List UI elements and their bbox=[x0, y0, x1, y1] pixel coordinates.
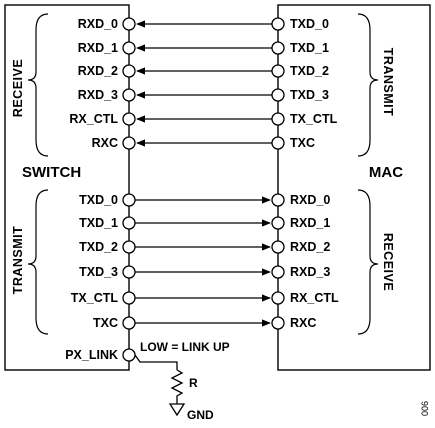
signal-row-txd3: TXD_3 RXD_3 bbox=[79, 265, 330, 279]
signal-row-txd0: TXD_0 RXD_0 bbox=[79, 193, 330, 207]
link-indicator: PX_LINK LOW = LINK UP R GND bbox=[65, 340, 229, 422]
switch-pin-label: RXD_0 bbox=[78, 17, 118, 31]
switch-pin-label: TXD_1 bbox=[79, 216, 118, 230]
signal-row-rxd2: RXD_2 TXD_2 bbox=[78, 64, 329, 78]
signal-row-rxd3: RXD_3 TXD_3 bbox=[78, 88, 329, 102]
resistor-icon bbox=[170, 369, 184, 404]
switch-pin bbox=[122, 112, 136, 126]
switch-pin bbox=[122, 265, 136, 279]
mac-pin bbox=[271, 88, 285, 102]
switch-pin-label: TXC bbox=[93, 316, 118, 330]
mac-pin bbox=[271, 240, 285, 254]
switch-pin-label: RXD_1 bbox=[78, 41, 118, 55]
mac-pin-label: TXD_1 bbox=[290, 41, 329, 55]
signal-row-rxd0: RXD_0 TXD_0 bbox=[78, 17, 329, 31]
switch-transmit-brace bbox=[27, 189, 49, 335]
mac-pin bbox=[271, 136, 285, 150]
px-link-label: PX_LINK bbox=[65, 348, 118, 362]
mac-pin-label: RXD_3 bbox=[290, 265, 330, 279]
mac-transmit-brace bbox=[357, 13, 379, 157]
mac-pin-label: RXD_1 bbox=[290, 216, 330, 230]
ground-label: GND bbox=[187, 408, 214, 422]
switch-pin bbox=[122, 291, 136, 305]
switch-pin bbox=[122, 193, 136, 207]
switch-pin-label: TXD_0 bbox=[79, 193, 118, 207]
switch-pin-label: TXD_2 bbox=[79, 240, 118, 254]
switch-receive-brace bbox=[27, 13, 49, 157]
mac-pin-label: RXD_2 bbox=[290, 240, 330, 254]
signal-row-txctl: TX_CTL RX_CTL bbox=[71, 291, 339, 305]
switch-pin bbox=[122, 136, 136, 150]
switch-pin bbox=[122, 17, 136, 31]
mac-transmit-label: TRANSMIT bbox=[381, 48, 395, 117]
switch-transmit-label: TRANSMIT bbox=[11, 226, 25, 295]
figure-number: 006 bbox=[420, 401, 430, 416]
mac-pin bbox=[271, 291, 285, 305]
mac-title: MAC bbox=[369, 164, 403, 181]
switch-pin-label: RXD_2 bbox=[78, 64, 118, 78]
switch-pin bbox=[122, 64, 136, 78]
mac-pin bbox=[271, 265, 285, 279]
mac-pin-label: RX_CTL bbox=[290, 291, 339, 305]
signal-row-rxc: RXC TXC bbox=[92, 136, 315, 150]
mac-pin-label: RXC bbox=[290, 316, 316, 330]
signal-row-rxd1: RXD_1 TXD_1 bbox=[78, 41, 329, 55]
mac-pin-label: TXD_3 bbox=[290, 88, 329, 102]
switch-pin-label: RXC bbox=[92, 136, 118, 150]
resistor-label: R bbox=[189, 376, 198, 390]
switch-pin-label: TXD_3 bbox=[79, 265, 118, 279]
mac-receive-brace bbox=[357, 189, 379, 335]
switch-pin-label: RXD_3 bbox=[78, 88, 118, 102]
mac-pin bbox=[271, 193, 285, 207]
switch-title: SWITCH bbox=[22, 164, 81, 181]
mac-pin-label: TXD_2 bbox=[290, 64, 329, 78]
switch-pin bbox=[122, 88, 136, 102]
switch-pin bbox=[122, 240, 136, 254]
mac-pin-label: TX_CTL bbox=[290, 112, 338, 126]
mac-pin bbox=[271, 17, 285, 31]
ground-icon bbox=[168, 403, 186, 417]
switch-pin-label: RX_CTL bbox=[69, 112, 118, 126]
signal-row-txc: TXC RXC bbox=[93, 316, 316, 330]
px-link-pin bbox=[122, 348, 136, 362]
mac-pin-label: RXD_0 bbox=[290, 193, 330, 207]
mac-pin-label: TXC bbox=[290, 136, 315, 150]
switch-receive-label: RECEIVE bbox=[11, 59, 25, 117]
mac-pin-label: TXD_0 bbox=[290, 17, 329, 31]
lower-signal-group: TXD_0 RXD_0 TXD_1 RXD_1 TXD_2 RXD_2 TXD_… bbox=[71, 193, 339, 330]
mac-box bbox=[277, 4, 431, 371]
signal-row-txd2: TXD_2 RXD_2 bbox=[79, 240, 330, 254]
signal-row-txd1: TXD_1 RXD_1 bbox=[79, 216, 330, 230]
mac-pin bbox=[271, 112, 285, 126]
mac-pin bbox=[271, 216, 285, 230]
link-note: LOW = LINK UP bbox=[140, 340, 230, 354]
switch-pin bbox=[122, 41, 136, 55]
mac-pin bbox=[271, 316, 285, 330]
switch-pin bbox=[122, 316, 136, 330]
signal-row-rxctl: RX_CTL TX_CTL bbox=[69, 112, 337, 126]
mac-receive-label: RECEIVE bbox=[381, 233, 395, 291]
switch-pin-label: TX_CTL bbox=[71, 291, 119, 305]
switch-pin bbox=[122, 216, 136, 230]
mac-pin bbox=[271, 41, 285, 55]
link-wire bbox=[134, 354, 178, 370]
switch-box bbox=[4, 4, 130, 371]
upper-signal-group: RXD_0 TXD_0 RXD_1 TXD_1 RXD_2 TXD_2 RXD_… bbox=[69, 17, 337, 150]
mac-pin bbox=[271, 64, 285, 78]
